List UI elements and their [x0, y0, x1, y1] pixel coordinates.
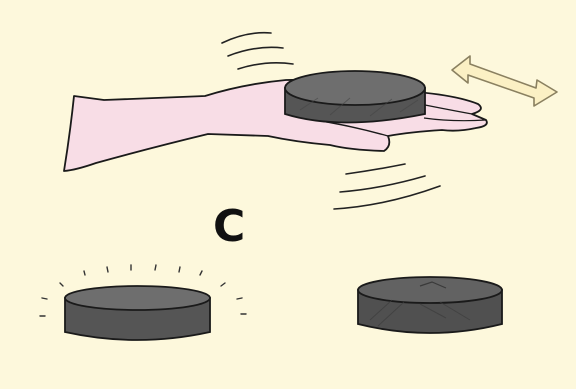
motion-lines-top-icon: [222, 33, 293, 69]
panel-label-c: C: [213, 205, 245, 249]
motion-lines-bottom-icon: [334, 164, 440, 209]
puck-on-hand-icon: [285, 71, 425, 123]
puck-left-icon: [65, 286, 210, 340]
puck-right-icon: [358, 277, 502, 333]
double-arrow-icon: [452, 56, 557, 106]
